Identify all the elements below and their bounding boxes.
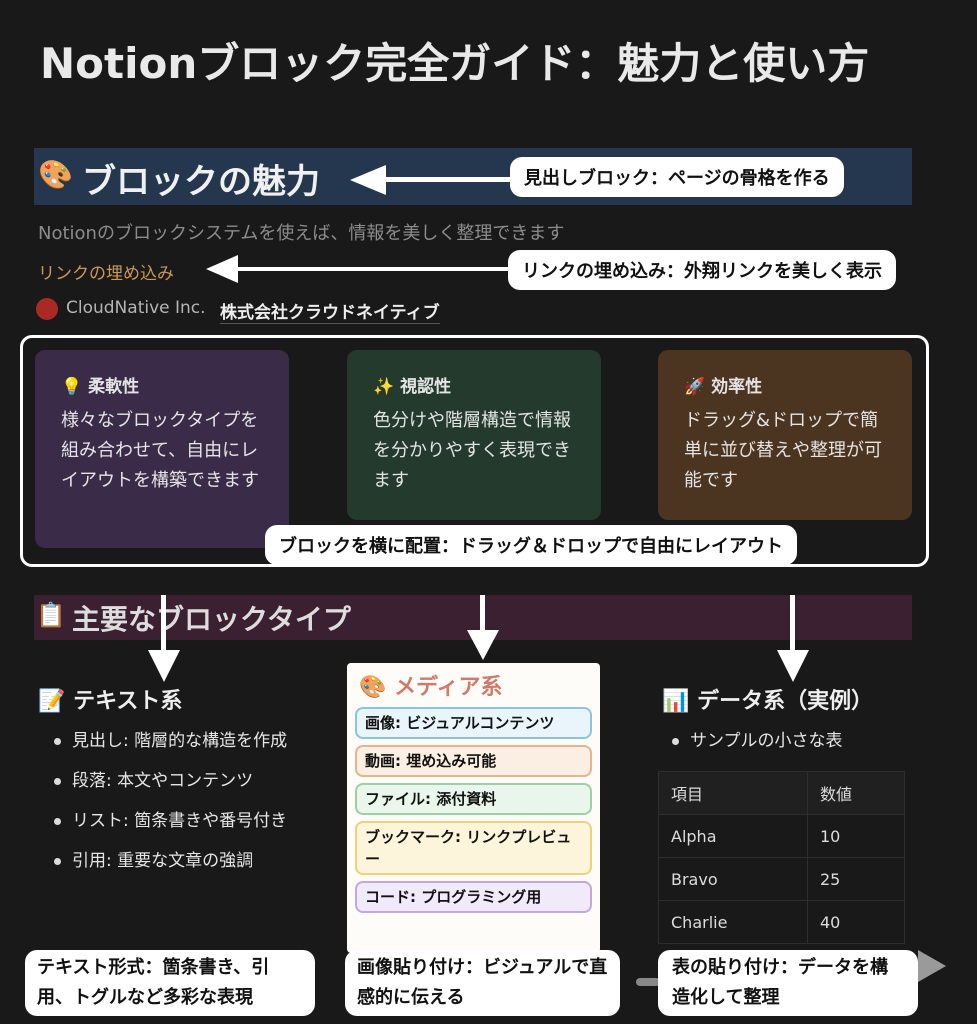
media-heading: 🎨 メディア系 <box>347 663 600 707</box>
text-types-heading: 📝 テキスト系 <box>38 683 182 715</box>
data-types-list: サンプルの小さな表 <box>668 726 908 766</box>
card-body: 様々なブロックタイプを組み合わせて、自由にレイアウトを構築できます <box>61 410 259 491</box>
column-layout-frame <box>20 335 929 567</box>
text-types-list: 見出し: 階層的な構造を作成 段落: 本文やコンテンツ リスト: 箇条書きや番号… <box>50 726 290 886</box>
media-item-file: ファイル: 添付資料 <box>355 783 592 815</box>
list-item: サンプルの小さな表 <box>668 726 908 756</box>
arrow-line <box>480 595 485 635</box>
arrow-right-icon <box>918 950 946 982</box>
arrow-line <box>380 177 515 182</box>
card-flexibility[interactable]: 💡 柔軟性 様々なブロックタイプを組み合わせて、自由にレイアウトを構築できます <box>35 350 289 548</box>
section-heading: 主要なブロックタイプ <box>72 603 351 636</box>
arrow-down-icon <box>148 650 180 682</box>
callout-media: 画像貼り付け：ビジュアルで直感的に伝える <box>345 950 620 1016</box>
bulb-icon: 💡 <box>61 377 83 397</box>
table-cell: Alpha <box>658 814 808 858</box>
table-cell: Charlie <box>658 900 808 944</box>
card-efficiency[interactable]: 🚀 効率性 ドラッグ&ドロップで簡単に並び替えや整理が可能です <box>658 350 912 520</box>
heading-text: メディア系 <box>394 675 503 700</box>
list-item: 見出し: 階層的な構造を作成 <box>50 726 290 756</box>
card-body: 色分けや階層構造で情報を分かりやすく表現できます <box>373 410 571 491</box>
arrow-line <box>235 267 513 271</box>
list-item: 引用: 重要な文章の強調 <box>50 846 290 876</box>
rocket-icon: 🚀 <box>684 377 706 397</box>
callout-link: リンクの埋め込み：外翔リンクを美しく表示 <box>508 250 896 290</box>
palette-icon: 🎨 <box>38 158 73 191</box>
arrow-down-icon <box>777 650 809 682</box>
card-title: 柔軟性 <box>88 377 140 397</box>
heading-text: データ系（実例） <box>697 689 874 714</box>
media-image[interactable]: 🎨 メディア系 画像: ビジュアルコンテンツ 動画: 埋め込み可能 ファイル: … <box>347 663 600 953</box>
card-visibility[interactable]: ✨ 視認性 色分けや階層構造で情報を分かりやすく表現できます <box>347 350 601 520</box>
link-embed[interactable]: リンクの埋め込み <box>38 264 174 284</box>
sparkles-icon: ✨ <box>373 377 395 397</box>
palette-icon: 🎨 <box>359 675 387 700</box>
memo-icon: 📝 <box>38 689 66 714</box>
paragraph: Notionのブロックシステムを使えば、情報を美しく整理できます <box>38 223 565 244</box>
media-item-code: コード: プログラミング用 <box>355 881 592 913</box>
connector <box>636 978 660 986</box>
card-body: ドラッグ&ドロップで簡単に並び替えや整理が可能です <box>684 410 882 491</box>
table-cell: 25 <box>807 857 905 901</box>
table-cell: 10 <box>807 814 905 858</box>
arrow-line <box>161 595 166 655</box>
table-cell: Bravo <box>658 857 808 901</box>
arrow-left-icon <box>206 255 238 283</box>
arrow-line <box>790 595 795 655</box>
callout-table: 表の貼り付け：データを構造化して整理 <box>658 950 918 1016</box>
card-title: 効率性 <box>711 377 763 397</box>
callout-text: テキスト形式：箇条書き、引用、トグルなど多彩な表現 <box>25 950 315 1016</box>
data-types-heading: 📊 データ系（実例） <box>662 683 873 715</box>
section-heading: ブロックの魅力 <box>82 162 320 202</box>
list-item: リスト: 箇条書きや番号付き <box>50 806 290 836</box>
table-header: 項目 <box>658 771 808 815</box>
company-en[interactable]: CloudNative Inc. <box>66 298 206 318</box>
arrow-left-icon <box>350 165 386 195</box>
chart-icon: 📊 <box>662 689 690 714</box>
callout-heading: 見出しブロック：ページの骨格を作る <box>510 157 844 197</box>
company-logo-icon <box>36 298 58 320</box>
heading-text: テキスト系 <box>73 689 183 714</box>
list-item: 段落: 本文やコンテンツ <box>50 766 290 796</box>
table-header: 数値 <box>807 771 905 815</box>
table-cell: 40 <box>807 900 905 944</box>
arrow-down-icon <box>467 630 499 660</box>
clipboard-icon: 📋 <box>36 601 66 629</box>
media-item-image: 画像: ビジュアルコンテンツ <box>355 707 592 739</box>
media-item-bookmark: ブックマーク: リンクプレビュー <box>355 821 592 875</box>
page-title: Notionブロック完全ガイド：魅力と使い方 <box>40 39 870 88</box>
card-title: 視認性 <box>400 377 452 397</box>
company-ja[interactable]: 株式会社クラウドネイティブ <box>220 298 440 324</box>
callout-columns: ブロックを横に配置：ドラッグ＆ドロップで自由にレイアウト <box>265 525 797 565</box>
media-item-video: 動画: 埋め込み可能 <box>355 745 592 777</box>
